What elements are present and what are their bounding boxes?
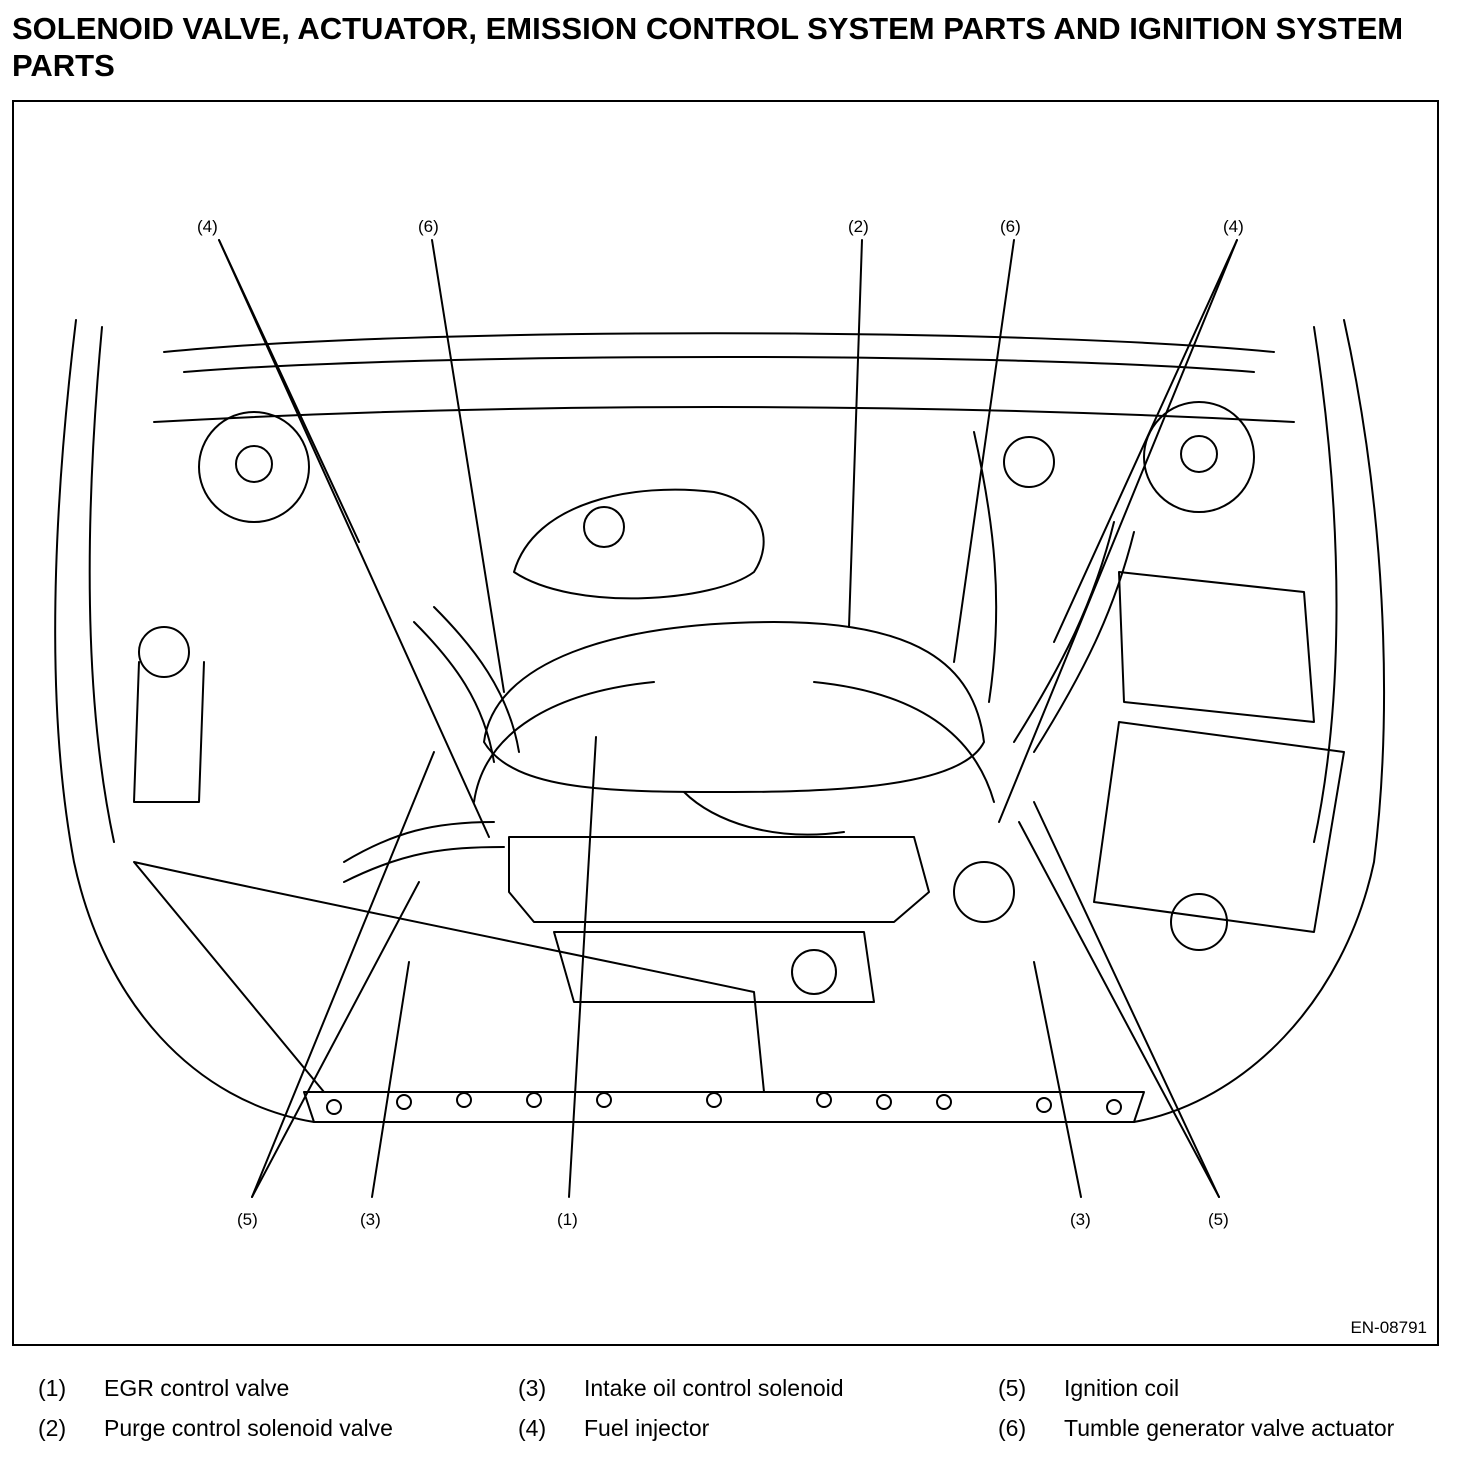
- firewall: [153, 406, 1295, 423]
- legend: (1) EGR control valve (2) Purge control …: [0, 1375, 1472, 1465]
- bolt: [456, 1092, 472, 1108]
- leader-5-left-a: [251, 751, 435, 1198]
- leader-1: [568, 736, 597, 1198]
- timing-cover: [553, 931, 875, 1003]
- battery-outline: [1093, 721, 1345, 933]
- callout-bottom-5-left: (5): [237, 1210, 258, 1229]
- hose-center: [683, 791, 845, 836]
- hose-right-2: [1033, 531, 1135, 753]
- right-fender-inner: [1313, 326, 1338, 843]
- cowl-inner: [183, 356, 1255, 373]
- callout-top-4-right: (4): [1223, 217, 1244, 236]
- left-fender-outline: [54, 319, 315, 1123]
- throttle-body-port: [583, 506, 625, 548]
- bolt: [816, 1092, 832, 1108]
- callout-bottom-1: (1): [557, 1210, 578, 1229]
- callout-bottom-3-right: (3): [1070, 1210, 1091, 1229]
- leader-3-left: [371, 961, 410, 1198]
- left-reservoir-body: [133, 661, 205, 803]
- callout-bottom-3-left: (3): [360, 1210, 381, 1229]
- callout-bottom-5-right: (5): [1208, 1210, 1229, 1229]
- diagram-frame: (4) (6) (2) (6) (4) (5) (3) (1) (3) (5) …: [12, 100, 1439, 1346]
- legend-number: (3): [518, 1375, 547, 1401]
- hose-vertical-right: [973, 431, 998, 703]
- leader-5-right-b: [1018, 821, 1220, 1198]
- leader-4-left-b: [218, 239, 490, 838]
- legend-number: (4): [518, 1415, 547, 1441]
- leader-6-right: [953, 239, 1015, 663]
- legend-number: (6): [998, 1415, 1027, 1441]
- front-duct: [133, 861, 765, 1093]
- right-fender-outline: [1133, 319, 1385, 1123]
- bolt: [596, 1092, 612, 1108]
- bolt: [1036, 1097, 1052, 1113]
- leader-5-right-a: [1033, 801, 1220, 1198]
- leader-6-left: [431, 239, 505, 693]
- page-title: SOLENOID VALVE, ACTUATOR, EMISSION CONTR…: [12, 11, 1404, 83]
- engine-front-cover: [508, 836, 930, 923]
- hose-right-1: [1013, 521, 1115, 743]
- throttle-body: [513, 488, 765, 600]
- legend-label: Fuel injector: [584, 1415, 710, 1441]
- intake-runner-right: [813, 681, 995, 803]
- brake-reservoir: [1003, 436, 1055, 488]
- left-strut-tower: [198, 411, 310, 523]
- legend-label: Ignition coil: [1064, 1375, 1180, 1401]
- legend-number: (5): [998, 1375, 1027, 1401]
- hose-left-1: [343, 821, 495, 863]
- cowl-outline: [163, 332, 1275, 353]
- legend-label: Intake oil control solenoid: [584, 1375, 844, 1401]
- legend-label: EGR control valve: [104, 1375, 290, 1401]
- figure-reference: EN-08791: [1350, 1318, 1427, 1337]
- intake-manifold: [483, 621, 985, 793]
- radiator-support: [303, 1091, 1145, 1123]
- legend-number: (1): [38, 1375, 67, 1401]
- leader-5-left-b: [251, 881, 420, 1198]
- hose-left-2: [343, 846, 505, 883]
- coolant-reservoir: [1170, 893, 1228, 951]
- legend-label: Tumble generator valve actuator: [1064, 1415, 1395, 1441]
- right-strut-top: [1180, 435, 1218, 473]
- bolt: [526, 1092, 542, 1108]
- intake-runner-left: [473, 681, 655, 803]
- left-strut-top: [235, 445, 273, 483]
- bolt: [326, 1099, 342, 1115]
- callout-top-6-left: (6): [418, 217, 439, 236]
- legend-label: Purge control solenoid valve: [104, 1415, 393, 1441]
- right-strut-tower: [1143, 401, 1255, 513]
- oil-filter: [953, 861, 1015, 923]
- washer-reservoir: [138, 626, 190, 678]
- leader-2: [848, 239, 863, 628]
- air-intake-duct: [413, 621, 495, 763]
- callout-top-4-left: (4): [197, 217, 218, 236]
- callout-top-2: (2): [848, 217, 869, 236]
- engine-bay-illustration: (4) (6) (2) (6) (4) (5) (3) (1) (3) (5): [54, 217, 1385, 1229]
- bolt: [396, 1094, 412, 1110]
- leader-4-right-a: [998, 239, 1238, 823]
- crank-pulley: [791, 949, 837, 995]
- bolt: [1106, 1099, 1122, 1115]
- bolt: [936, 1094, 952, 1110]
- bolt: [876, 1094, 892, 1110]
- leader-4-right-b: [1053, 239, 1238, 643]
- bolt: [706, 1092, 722, 1108]
- air-intake-duct-2: [433, 606, 520, 753]
- leader-3-right: [1033, 961, 1082, 1198]
- callout-top-6-right: (6): [1000, 217, 1021, 236]
- left-fender-inner: [88, 326, 115, 843]
- legend-number: (2): [38, 1415, 67, 1441]
- battery-top: [1118, 571, 1315, 723]
